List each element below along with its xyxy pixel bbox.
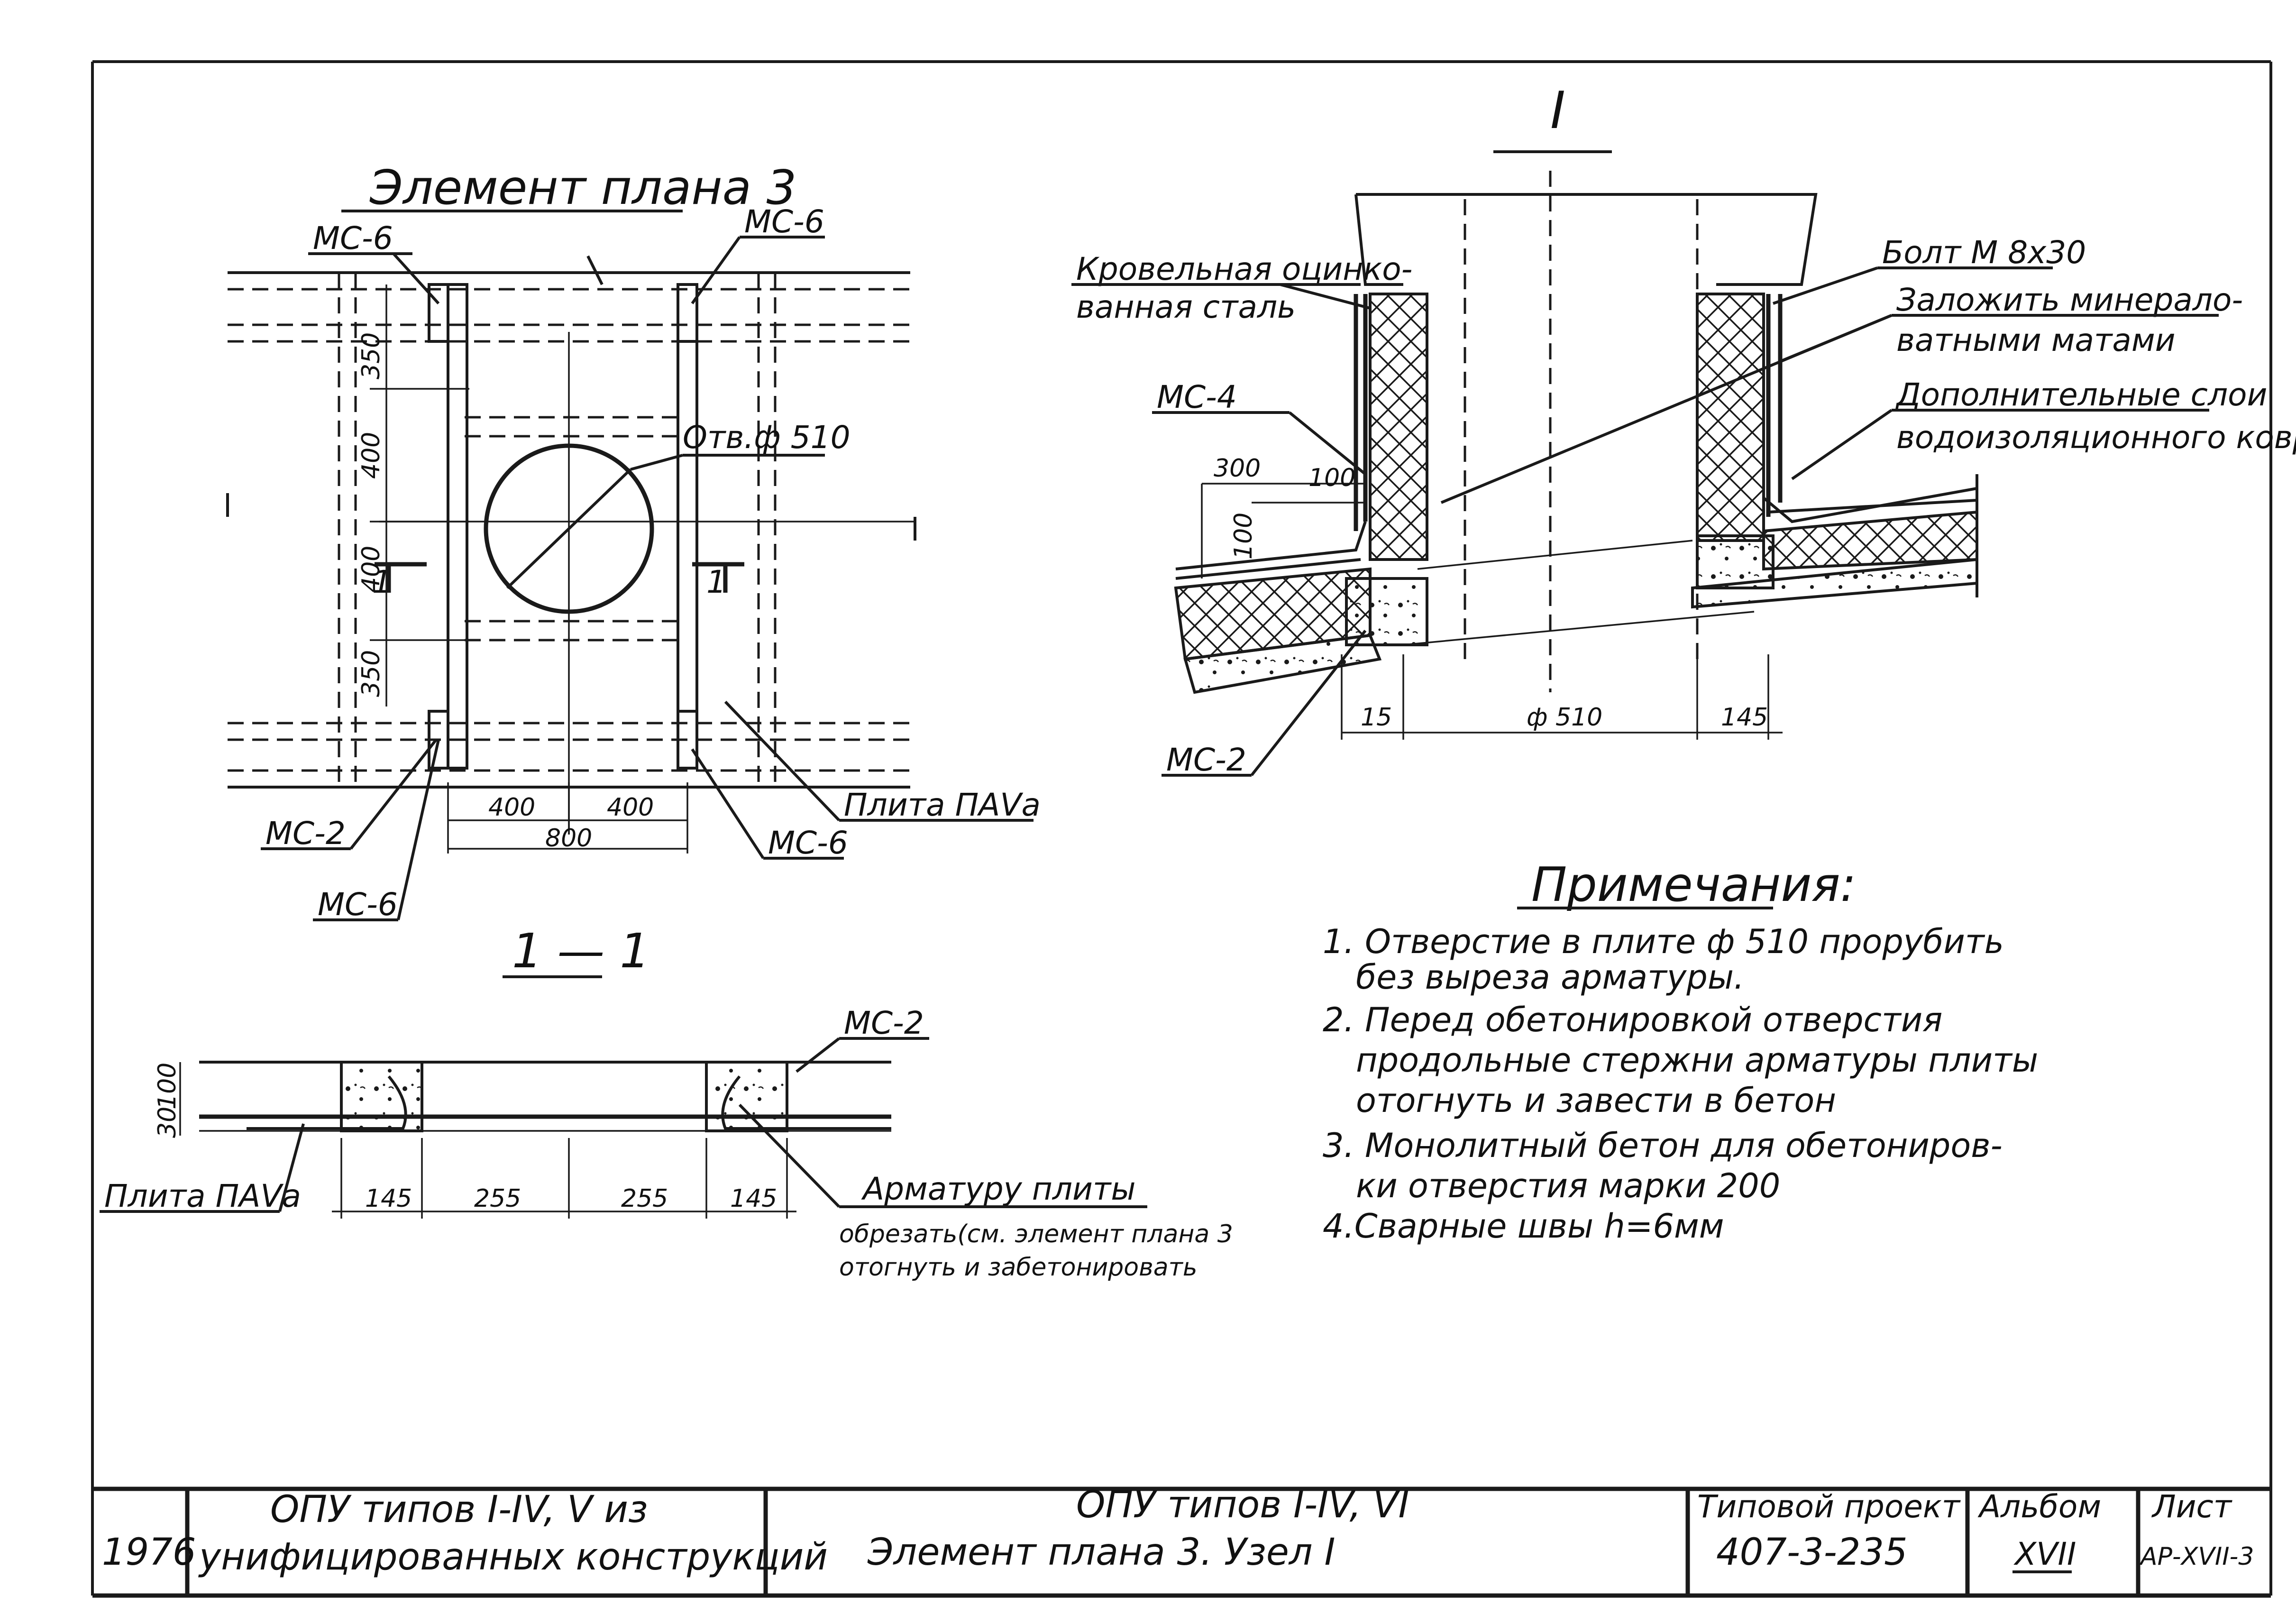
section-mark-right: 1: [706, 564, 726, 600]
notes-block: Примечания: 1. Отверстие в плите ф 510 п…: [1323, 857, 2038, 1246]
note-line-2: без выреза арматуры.: [1356, 958, 1744, 997]
dim-510: ф 510: [1527, 703, 1602, 732]
dim-145-right: 145: [730, 1184, 777, 1213]
notes-heading: Примечания:: [1531, 857, 1856, 912]
sheet-frame: [91, 60, 2272, 1596]
stamp-project-label: Типовой проект: [1697, 1488, 1961, 1525]
dim-30-section: 30: [153, 1107, 182, 1138]
dim-145-left: 145: [365, 1184, 412, 1213]
note-line-7: ки отверстия марки 200: [1356, 1166, 1780, 1205]
dim-100-h: 100: [1308, 464, 1355, 492]
label-ms2-section: МС-2: [844, 1005, 924, 1041]
stamp-sheet-label: Лист: [2151, 1488, 2233, 1525]
stamp-year: 1976: [102, 1531, 196, 1574]
section-mark-left: 1: [372, 564, 392, 600]
stamp-center-line1: ОПУ типов I-IV, VI: [1076, 1484, 1409, 1526]
label-ms6-top-right: МС-6: [744, 203, 824, 240]
note-line-5: отогнуть и завести в бетон: [1356, 1081, 1836, 1120]
dim-400-left: 400: [488, 793, 535, 822]
section-1-1: 1 — 1 100 30 145 255 255 145 МС-2 Плита …: [100, 923, 1233, 1282]
stamp-center-line2: Элемент плана 3. Узел I: [867, 1531, 1335, 1574]
note-line-1: 1. Отверстие в плите ф 510 прорубить: [1323, 922, 2004, 961]
stamp-left-line1: ОПУ типов I-IV, V из: [270, 1488, 648, 1531]
dim-350-bottom: 350: [357, 650, 385, 697]
label-ms6-bottom-right: МС-6: [768, 825, 848, 861]
node-detail-I: I 300 100 100: [1071, 81, 2296, 778]
stamp-left-line2: унифицированных конструкций: [198, 1536, 828, 1578]
dim-400-bottom: 400: [357, 546, 385, 593]
dim-100-section: 100: [153, 1063, 182, 1110]
label-roof-steel-2: ванная сталь: [1076, 289, 1296, 325]
node-title: I: [1550, 81, 1565, 140]
label-ms6-bottom-left: МС-6: [318, 886, 398, 923]
hole-label: Отв.ф 510: [683, 419, 851, 456]
label-layers-2: водоизоляционного ковра: [1896, 419, 2296, 456]
dim-255-right: 255: [621, 1184, 668, 1213]
dim-255-left: 255: [474, 1184, 521, 1213]
title-block: 1976 ОПУ типов I-IV, V из унифицированны…: [92, 1484, 2271, 1598]
note-line-6: 3. Монолитный бетон для обетониров-: [1323, 1126, 2003, 1165]
label-ms2-bottom-left: МС-2: [265, 815, 346, 852]
label-fill-2: ватными матами: [1896, 322, 2176, 358]
dim-400-top: 400: [357, 432, 385, 479]
label-slab-plan: Плита ПАVа: [844, 787, 1041, 823]
plan-title: Элемент плана 3: [369, 160, 796, 215]
plan-element-3: Элемент плана 3 Отв.ф: [226, 160, 1041, 923]
section-title: 1 — 1: [512, 923, 650, 979]
dim-145: 145: [1721, 703, 1768, 732]
stamp-sheet-value: АР-XVII-3: [2139, 1542, 2254, 1571]
dim-15: 15: [1361, 703, 1392, 732]
label-ms2-node: МС-2: [1166, 742, 1246, 778]
note-line-4: продольные стержни арматуры плиты: [1356, 1041, 2038, 1080]
stamp-album-value: XVII: [2013, 1536, 2076, 1572]
dim-800: 800: [545, 824, 592, 853]
label-fill-1: Заложить минерало-: [1896, 282, 2243, 318]
label-roof-steel-1: Кровельная оцинко-: [1076, 251, 1412, 287]
label-layers-1: Дополнительные слои: [1895, 376, 2267, 413]
label-rebar-2: обрезать(см. элемент плана 3: [839, 1220, 1233, 1248]
label-rebar-1: Арматуру плиты: [861, 1171, 1136, 1207]
label-rebar-3: отогнуть и забетонировать: [839, 1253, 1198, 1282]
stamp-project-number: 407-3-235: [1716, 1531, 1908, 1574]
dim-350-top: 350: [357, 332, 385, 379]
stamp-album-label: Альбом: [1977, 1488, 2101, 1525]
label-slab-section: Плита ПАVа: [104, 1178, 301, 1214]
label-bolt: Болт М 8х30: [1882, 234, 2086, 271]
dim-300: 300: [1214, 454, 1261, 483]
label-ms6-top-left: МС-6: [313, 220, 393, 257]
dim-100-v: 100: [1229, 513, 1258, 560]
label-ms4: МС-4: [1157, 379, 1237, 415]
dim-400-right: 400: [607, 793, 654, 822]
note-line-3: 2. Перед обетонировкой отверстия: [1323, 1000, 1942, 1039]
note-line-8: 4.Сварные швы h=6мм: [1323, 1207, 1724, 1246]
